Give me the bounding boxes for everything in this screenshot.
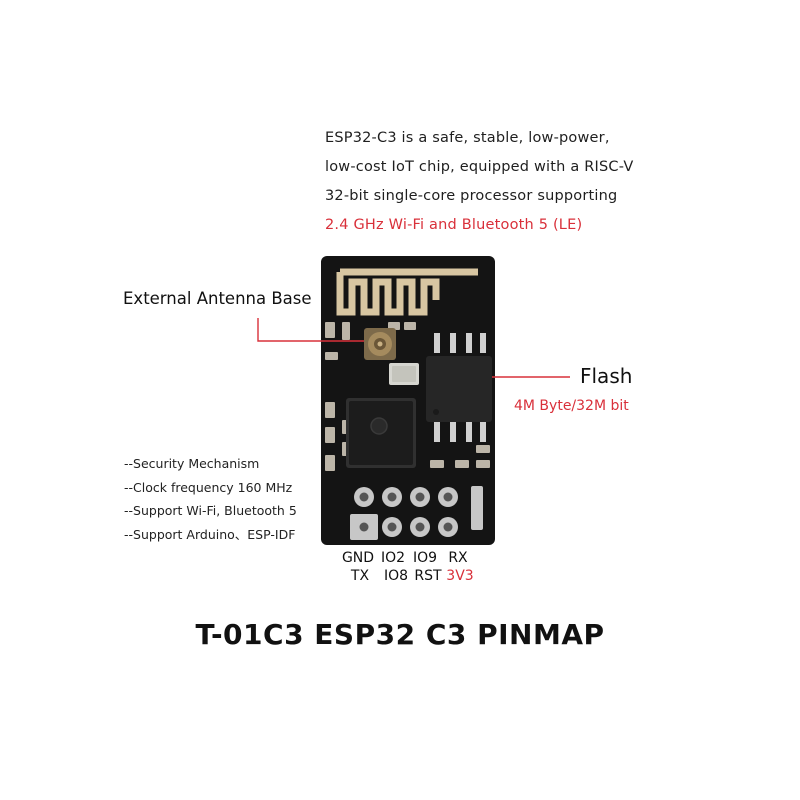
antenna-label: External Antenna Base <box>123 289 312 308</box>
features-list: --Security Mechanism --Clock frequency 1… <box>124 452 297 546</box>
flash-size-label: 4M Byte/32M bit <box>514 398 629 414</box>
pin-label-3v3: 3V3 <box>446 568 474 584</box>
feature-item: --Support Arduino、ESP-IDF <box>124 526 296 542</box>
pin-label: IO8 <box>383 568 409 584</box>
description-line-2: low-cost IoT chip, equipped with a RISC-… <box>325 159 634 175</box>
pin-header <box>350 486 483 540</box>
pin-label: TX <box>350 568 370 584</box>
feature-item: --Clock frequency 160 MHz <box>124 479 293 495</box>
pcb-antenna-trace <box>336 268 478 316</box>
pin-label: GND <box>341 550 375 566</box>
description-line-1: ESP32-C3 is a safe, stable, low-power, <box>325 130 610 146</box>
pin-label: RST <box>414 568 442 584</box>
feature-item: --Support Wi-Fi, Bluetooth 5 <box>124 503 297 518</box>
pin-row-top: GND IO2 IO9 RX <box>339 549 475 567</box>
pin-label: IO2 <box>380 550 406 566</box>
antenna-callout-line <box>257 318 365 342</box>
pin-label: IO9 <box>412 550 438 566</box>
description-line-3: 32-bit single-core processor supporting <box>325 188 618 204</box>
flash-chip <box>426 333 492 442</box>
esp32-c3-chip <box>346 398 416 468</box>
ipex-antenna-connector <box>364 328 396 360</box>
feature-item: --Security Mechanism <box>124 456 260 471</box>
chip-description: ESP32-C3 is a safe, stable, low-power, l… <box>325 124 725 240</box>
flash-label: Flash <box>580 364 633 388</box>
pin-label: RX <box>448 550 468 566</box>
page-title: T-01C3 ESP32 C3 PINMAP <box>195 618 605 651</box>
description-highlight: 2.4 GHz Wi-Fi and Bluetooth 5 (LE) <box>325 217 583 233</box>
